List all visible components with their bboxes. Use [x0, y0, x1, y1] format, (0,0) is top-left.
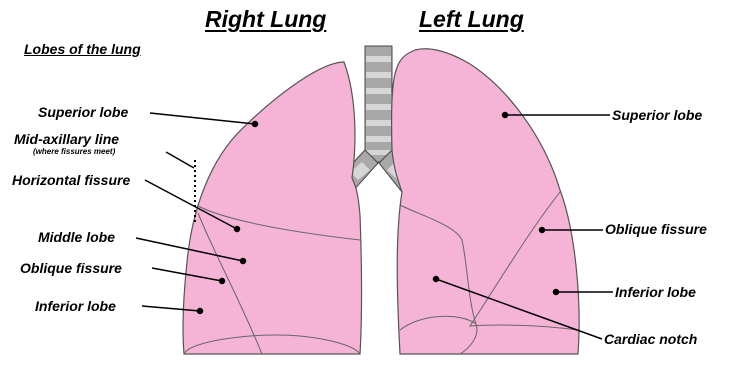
- cardiac-notch-label: Cardiac notch: [604, 332, 697, 346]
- right-lung: [183, 62, 362, 354]
- midaxillary-note-label: (where fissures meet): [33, 148, 115, 156]
- left-inferior-lobe-label: Inferior lobe: [615, 285, 696, 299]
- trachea: [365, 46, 392, 162]
- right-superior-lobe-label: Superior lobe: [38, 105, 128, 119]
- right-lung-title: Right Lung: [205, 8, 326, 31]
- horizontal-fissure-label: Horizontal fissure: [12, 173, 130, 187]
- midaxillary-line-label: Mid-axillary line: [14, 132, 119, 146]
- section-heading: Lobes of the lung: [24, 42, 141, 56]
- left-lung-title: Left Lung: [419, 8, 524, 31]
- left-lung: [392, 49, 580, 354]
- right-oblique-fissure-label: Oblique fissure: [20, 261, 122, 275]
- right-inferior-lobe-label: Inferior lobe: [35, 299, 116, 313]
- left-superior-lobe-label: Superior lobe: [612, 108, 702, 122]
- middle-lobe-label: Middle lobe: [38, 230, 115, 244]
- left-oblique-fissure-label: Oblique fissure: [605, 222, 707, 236]
